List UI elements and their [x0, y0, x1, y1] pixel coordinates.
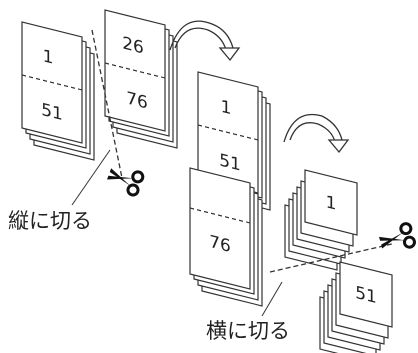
horizontal-cut-line	[269, 243, 393, 273]
stack-c-bottom-number: 51	[219, 151, 241, 176]
vertical-cut-leader	[71, 149, 111, 206]
curved-arrow-icon	[169, 20, 241, 62]
scissors-icon	[379, 222, 416, 249]
stack-d: 76	[189, 167, 263, 307]
stack-a-top-number: 1	[43, 46, 54, 68]
stack-b: 26 76	[104, 9, 178, 149]
stack-b-bottom-number: 76	[126, 89, 148, 114]
stack-e: 1	[284, 169, 358, 271]
vertical-cut-line	[91, 29, 123, 179]
stack-e-number: 1	[326, 192, 337, 214]
stack-f-number: 51	[355, 283, 377, 308]
horizontal-cut-leader	[261, 281, 283, 317]
stack-b-top-number: 26	[122, 34, 144, 59]
stack-d-bottom-number: 76	[209, 232, 231, 257]
vertical-cut-label: 縦に切る	[8, 209, 92, 233]
horizontal-cut-label: 横に切る	[206, 319, 290, 343]
stack-c-top-number: 1	[221, 97, 232, 119]
stack-a-bottom-number: 51	[41, 100, 63, 125]
scissors-icon	[107, 168, 145, 197]
stack-f: 51	[319, 261, 393, 353]
curved-arrow-icon	[283, 113, 350, 154]
stack-a: 1 51	[21, 21, 95, 161]
